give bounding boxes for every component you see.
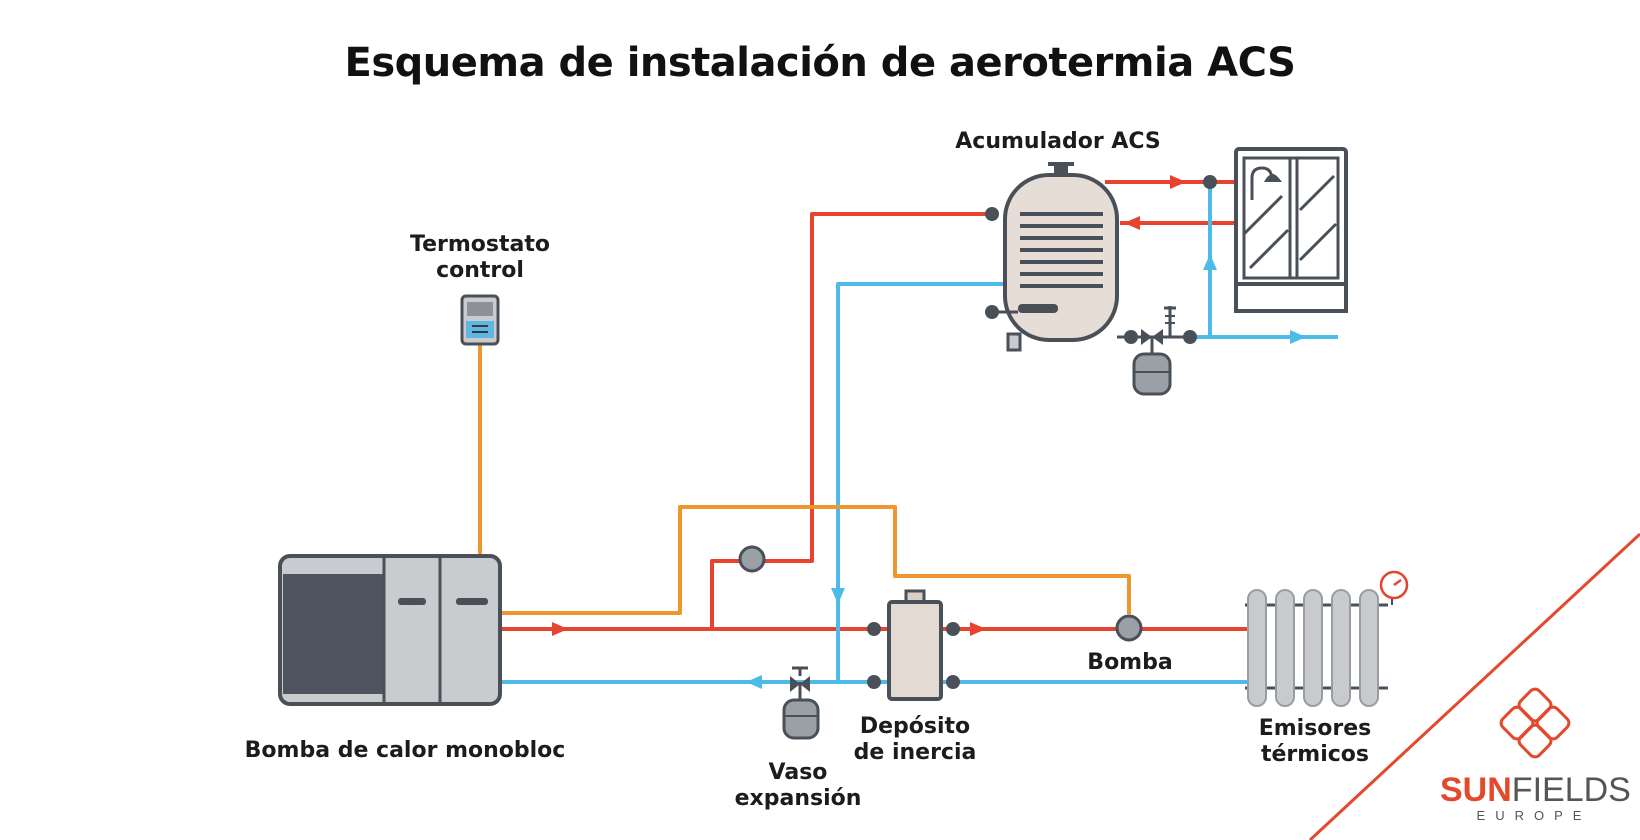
- shower-head-icon: [1250, 166, 1274, 200]
- arrow-cold-out: [1290, 330, 1306, 344]
- arrow-dhw-back: [1124, 216, 1140, 230]
- thermostat: [460, 294, 500, 346]
- brand-logo-text: SUNFIELDS: [1440, 771, 1631, 809]
- hot-riser-to-tank: [710, 212, 992, 629]
- label-deposito-line2: de inercia: [853, 740, 977, 765]
- label-acumulador-acs: Acumulador ACS: [948, 129, 1168, 155]
- brand-subtitle: EUROPE: [1476, 808, 1592, 823]
- brand-name-part1: SUN: [1440, 771, 1512, 809]
- flow-arrows: [552, 175, 1306, 689]
- arrow-cold-up: [1203, 254, 1217, 270]
- label-bomba: Bomba: [1070, 650, 1190, 676]
- label-termostato-line2: control: [436, 258, 524, 283]
- radiator: [1245, 570, 1409, 707]
- sunfields-logo-icon: [1499, 687, 1571, 759]
- heat-pump-unit: [278, 554, 502, 706]
- control-loop: [502, 505, 1131, 615]
- dhw-valve-group: [1117, 306, 1197, 396]
- label-deposito-line1: Depósito: [859, 714, 971, 739]
- brand-name-part2: FIELDS: [1511, 771, 1631, 809]
- label-emisores-line1: Emisores: [1258, 716, 1372, 741]
- arrow-hot-after-tank: [970, 622, 986, 636]
- buffer-tank: [867, 589, 960, 701]
- label-acumulador-text: Acumulador ACS: [955, 129, 1161, 154]
- label-vaso-line2: expansión: [734, 786, 862, 811]
- arrow-cold-down: [831, 588, 845, 604]
- label-vaso-expansion: Vaso expansión: [718, 760, 878, 812]
- brand-diagonal-line: [1308, 532, 1640, 840]
- label-bomba-calor: Bomba de calor monobloc: [230, 738, 580, 764]
- circulator-primary: [738, 545, 766, 573]
- label-bomba-calor-text: Bomba de calor monobloc: [244, 738, 566, 763]
- label-termostato: Termostato control: [380, 232, 580, 284]
- label-termostato-line1: Termostato: [410, 232, 550, 257]
- label-emisores-line2: térmicos: [1260, 742, 1369, 767]
- page-title: Esquema de instalación de aerotermia ACS: [344, 40, 1296, 86]
- arrow-cold-return: [746, 675, 762, 689]
- hot-water-pipes: [502, 180, 1250, 631]
- cold-riser-from-tank: [836, 282, 1005, 682]
- label-emisores: Emisores térmicos: [1230, 716, 1400, 768]
- label-vaso-line1: Vaso: [768, 760, 828, 785]
- label-bomba-text: Bomba: [1087, 650, 1173, 675]
- label-deposito: Depósito de inercia: [830, 714, 1000, 766]
- shower-cabin: [1203, 147, 1348, 313]
- control-wiring: [478, 344, 1131, 615]
- expansion-vessel: [782, 666, 820, 740]
- arrow-hot-heatpump: [552, 622, 568, 636]
- arrow-dhw-out: [1170, 175, 1186, 189]
- pump-circulator: [1115, 614, 1143, 642]
- dhw-accumulator: [985, 162, 1119, 352]
